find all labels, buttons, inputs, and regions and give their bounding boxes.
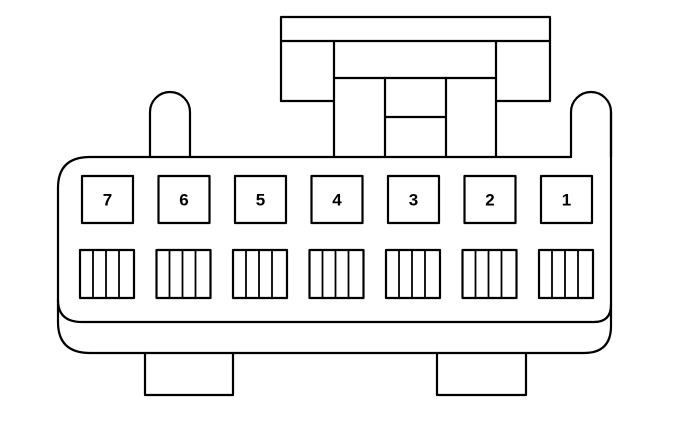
pin-cavity-3: 3 (386, 174, 441, 225)
right-guide-post (569, 90, 613, 159)
terminal-outline (308, 248, 365, 300)
terminal-outline (461, 248, 518, 300)
pin-cavity-5: 5 (233, 174, 288, 225)
pin-number-label: 3 (409, 191, 418, 210)
pin-box (386, 174, 441, 225)
pin-cavity-1: 1 (539, 174, 594, 225)
pin-box (157, 174, 211, 225)
terminal-slot-1 (537, 248, 595, 300)
terminal-slot-2 (461, 248, 518, 300)
terminal-slot-6 (155, 248, 212, 300)
pin-cavity-7: 7 (80, 174, 135, 225)
pin-cavity-2: 2 (463, 174, 517, 225)
pin-number-label: 4 (332, 191, 342, 210)
left-foot (143, 351, 235, 397)
left-guide-post (148, 90, 192, 159)
pin-box (80, 174, 135, 225)
terminal-slot-5 (231, 248, 289, 300)
pin-number-label: 7 (103, 191, 112, 210)
pin-box (233, 174, 288, 225)
terminal-outline (155, 248, 212, 300)
terminal-outline (384, 248, 442, 300)
pin-number-label: 2 (485, 191, 494, 210)
pin-box (539, 174, 594, 225)
terminal-outline (537, 248, 595, 300)
connector-latch (279, 15, 552, 159)
pin-box (463, 174, 517, 225)
terminal-slot-7 (78, 248, 136, 300)
pin-cavity-4: 4 (310, 174, 364, 225)
pin-row: 7 6 5 4 3 2 1 (80, 174, 594, 225)
right-foot (435, 351, 528, 397)
pin-box (310, 174, 364, 225)
pin-cavity-6: 6 (157, 174, 211, 225)
pin-number-label: 5 (256, 191, 265, 210)
terminal-row (78, 248, 595, 300)
terminal-slot-4 (308, 248, 365, 300)
connector-housing (56, 110, 613, 324)
pin-number-label: 6 (179, 191, 188, 210)
terminal-outline (78, 248, 136, 300)
terminal-outline (231, 248, 289, 300)
pin-number-label: 1 (562, 191, 571, 210)
terminal-slot-3 (384, 248, 442, 300)
connector-housing-base (56, 298, 613, 355)
